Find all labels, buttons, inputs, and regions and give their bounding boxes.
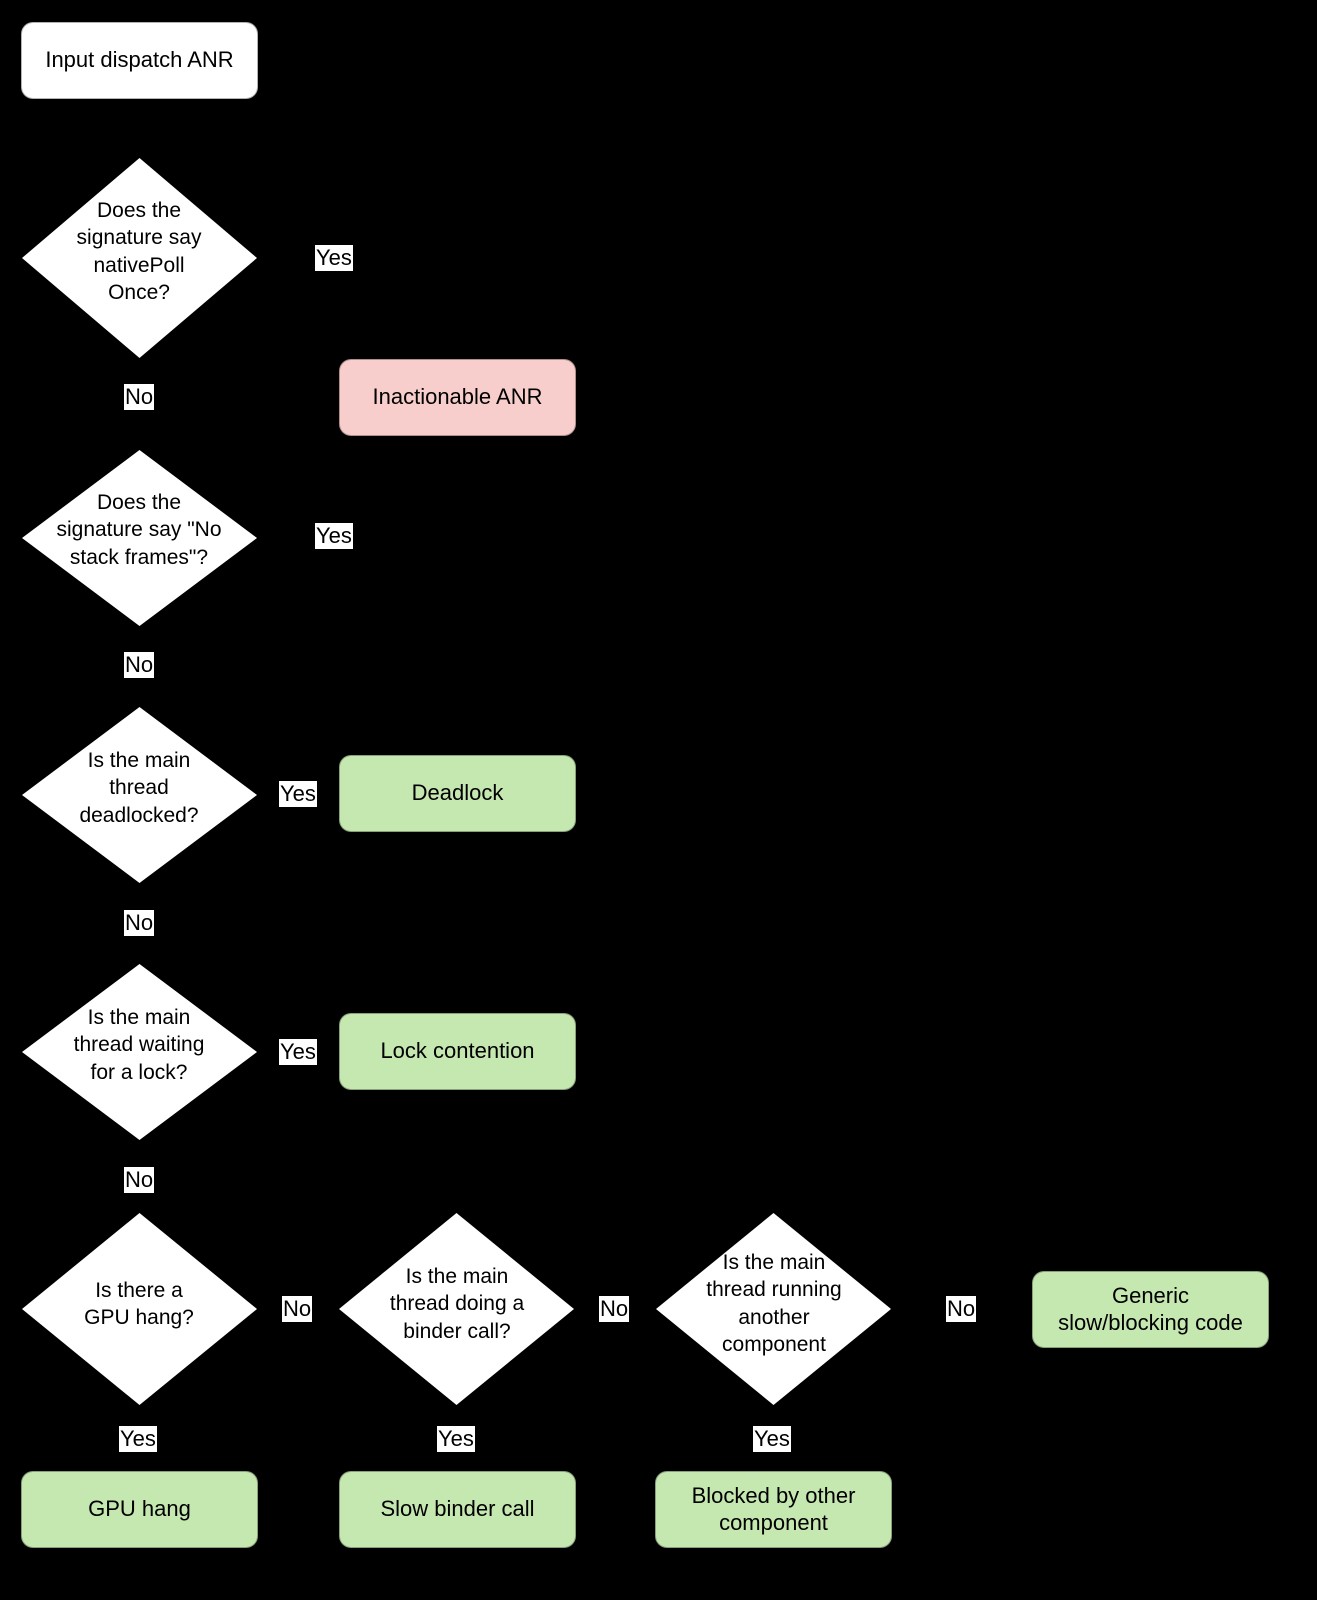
node-decision-no-stack-frames[interactable]	[22, 450, 257, 626]
node-label: Lock contention	[380, 1038, 535, 1064]
node-label: GPU hang	[88, 1496, 191, 1522]
edge-label-othercomponent-yes: Yes	[753, 1426, 791, 1453]
edge-label-waitinglock-yes: Yes	[279, 1039, 317, 1066]
node-input-dispatch-anr[interactable]: Input dispatch ANR	[21, 22, 258, 99]
node-label: Deadlock	[411, 780, 504, 806]
node-result-lock-contention[interactable]: Lock contention	[339, 1013, 576, 1090]
edge-label-deadlocked-yes: Yes	[279, 781, 317, 808]
node-decision-running-another-component[interactable]	[656, 1213, 891, 1405]
connector-nativepoll-yes-vertical	[456, 257, 458, 359]
node-decision-main-thread-waiting-lock[interactable]	[22, 964, 257, 1140]
node-result-slow-binder-call[interactable]: Slow binder call	[339, 1471, 576, 1548]
node-decision-nativepolloce[interactable]	[22, 158, 257, 358]
node-decision-main-thread-deadlocked[interactable]	[22, 707, 257, 883]
node-label: Input dispatch ANR	[45, 47, 234, 73]
edge-label-deadlocked-no: No	[124, 910, 155, 937]
connector-nativepoll-yes	[256, 257, 456, 259]
connector-start-to-nativepoll	[138, 98, 140, 166]
edge-label-gpuhang-yes: Yes	[119, 1426, 157, 1453]
node-label: Blocked by other component	[691, 1482, 856, 1535]
node-label: Slow binder call	[380, 1496, 535, 1522]
edge-label-nostackframes-yes: Yes	[315, 523, 353, 550]
edge-label-waitinglock-no: No	[124, 1167, 155, 1194]
edge-label-othercomponent-no: No	[946, 1296, 977, 1323]
edge-label-nostackframes-no: No	[124, 652, 155, 679]
edge-label-bindercall-yes: Yes	[437, 1426, 475, 1453]
node-label: Inactionable ANR	[372, 384, 543, 410]
node-result-gpu-hang[interactable]: GPU hang	[21, 1471, 258, 1548]
connector-nostackframes-yes	[256, 534, 456, 536]
edge-label-nativepoll-yes: Yes	[315, 245, 353, 272]
node-label: Generic slow/blocking code	[1058, 1282, 1243, 1335]
node-result-blocked-by-other-component[interactable]: Blocked by other component	[655, 1471, 892, 1548]
node-decision-gpu-hang[interactable]	[22, 1213, 257, 1405]
edge-label-bindercall-no: No	[599, 1296, 630, 1323]
node-decision-binder-call[interactable]	[339, 1213, 574, 1405]
node-result-generic-slow-blocking-code[interactable]: Generic slow/blocking code	[1032, 1271, 1269, 1348]
node-result-deadlock[interactable]: Deadlock	[339, 755, 576, 832]
node-result-inactionable-anr[interactable]: Inactionable ANR	[339, 359, 576, 436]
edge-label-nativepoll-no: No	[124, 384, 155, 411]
edge-label-gpuhang-no: No	[282, 1296, 313, 1323]
